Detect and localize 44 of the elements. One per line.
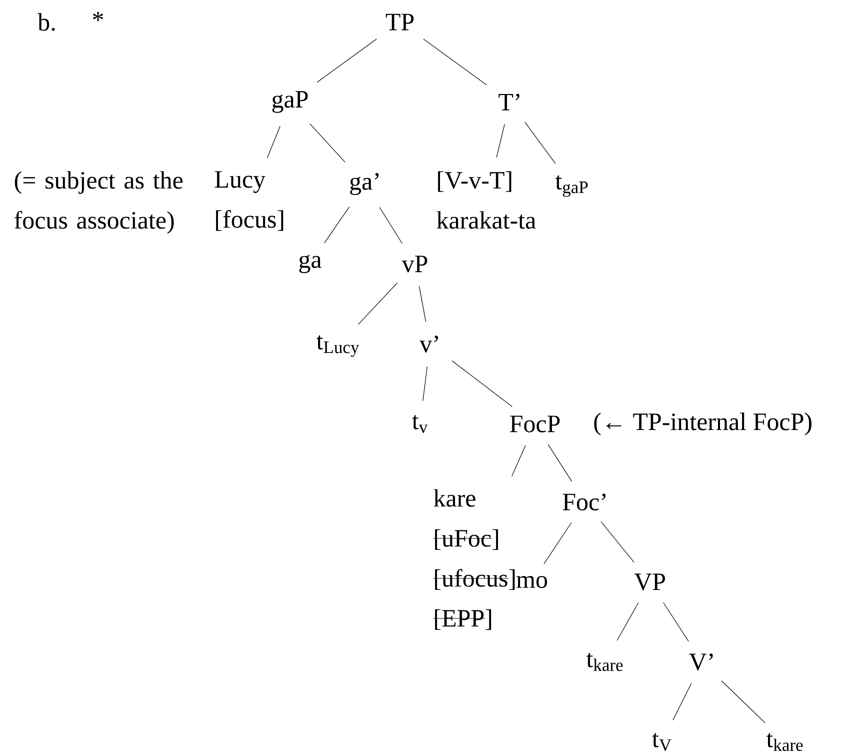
tree-label: FocP bbox=[510, 416, 560, 432]
tree-label: t$_{gaP}$ bbox=[555, 175, 588, 197]
tree-label: TP bbox=[386, 14, 414, 30]
branch-line bbox=[266, 126, 280, 158]
branch-line bbox=[423, 38, 487, 86]
tree-label: ga bbox=[299, 254, 322, 274]
tree-label: t$_{Lucy}$ bbox=[316, 335, 360, 357]
branch-line bbox=[616, 602, 639, 641]
branch-line bbox=[324, 206, 350, 244]
tree-label: t$_{kare}$ bbox=[766, 733, 803, 751]
branch-line bbox=[672, 683, 692, 720]
branch-line bbox=[496, 124, 505, 158]
branch-line bbox=[310, 123, 346, 162]
tree-label: gaP bbox=[272, 91, 308, 113]
example-label: b. bbox=[38, 13, 55, 31]
annotation: (= subject as the focus associate) bbox=[14, 171, 183, 234]
branch-line bbox=[512, 445, 526, 476]
tree-label: ga’ bbox=[350, 173, 379, 196]
tree-label: mo bbox=[516, 576, 548, 588]
tree-label: t$_{V}$ bbox=[652, 732, 672, 752]
branch-line bbox=[422, 366, 428, 402]
branch-line bbox=[418, 286, 426, 322]
annotation: (← TP-internal FocP) bbox=[594, 412, 812, 436]
tree-label: VP bbox=[634, 574, 665, 590]
tree-label: Foc’ bbox=[562, 494, 606, 510]
tree-label: t$_{v}$ bbox=[412, 415, 428, 433]
tree-label: Lucy [focus] bbox=[214, 171, 284, 231]
branch-line bbox=[524, 122, 556, 164]
branch-line bbox=[544, 522, 572, 564]
branch-line bbox=[663, 602, 689, 642]
tree-label: v’ bbox=[420, 336, 438, 352]
branch-line bbox=[379, 206, 402, 244]
tree-label: [V-v-T] karakat-ta bbox=[436, 171, 536, 229]
branch-line bbox=[452, 360, 512, 407]
branch-line bbox=[721, 680, 766, 724]
branch-line bbox=[316, 38, 377, 83]
tree-label: vP bbox=[402, 256, 428, 272]
tree-label: T’ bbox=[498, 94, 520, 110]
branch-line bbox=[548, 444, 572, 482]
branch-line bbox=[600, 521, 634, 563]
example-label: * bbox=[92, 12, 104, 21]
tree-label: t$_{kare}$ bbox=[586, 653, 623, 671]
branch-line bbox=[358, 282, 398, 325]
tree-label: V’ bbox=[689, 654, 713, 670]
